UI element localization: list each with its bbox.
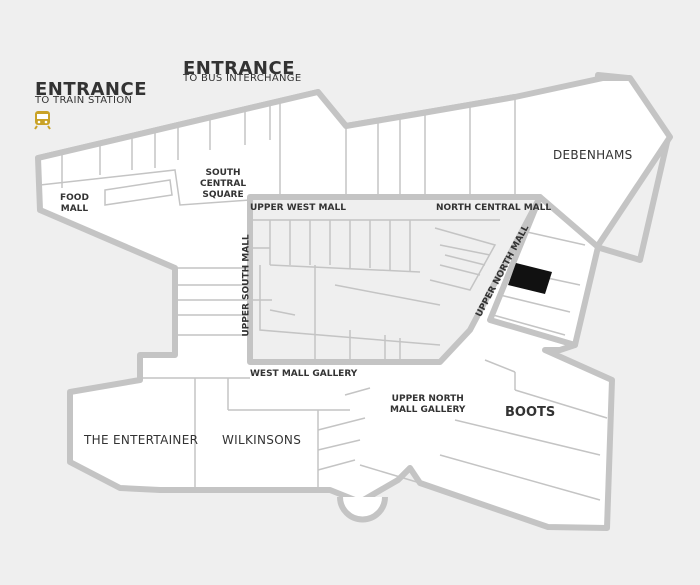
train-icon[interactable] <box>34 110 51 130</box>
store-wilkinsons[interactable]: WILKINSONS <box>222 433 302 447</box>
area-food-mall: FOOD MALL <box>60 193 89 214</box>
area-upper-west-mall: UPPER WEST MALL <box>250 203 346 213</box>
train-entrance-title: ENTRANCE <box>35 79 147 100</box>
area-west-mall-gallery: WEST MALL GALLERY <box>250 369 358 379</box>
area-upper-north-mall-gallery: UPPER NORTH MALL GALLERY <box>390 394 466 415</box>
bus-entrance-subtitle: TO BUS INTERCHANGE <box>183 73 302 84</box>
shop-partitions <box>39 97 608 501</box>
bus-entrance-title: ENTRANCE <box>183 58 295 79</box>
highlighted-unit[interactable] <box>508 263 552 294</box>
store-debenhams[interactable]: DEBENHAMS <box>553 148 633 162</box>
south-rotunda <box>337 496 388 523</box>
area-upper-south-mall: UPPER SOUTH MALL <box>241 234 252 337</box>
train-entrance-subtitle: TO TRAIN STATION <box>35 95 133 106</box>
store-the-entertainer[interactable]: THE ENTERTAINER <box>84 433 199 447</box>
area-north-central-mall: NORTH CENTRAL MALL <box>436 203 552 213</box>
area-south-central-square: SOUTH CENTRAL SQUARE <box>200 168 247 200</box>
store-boots[interactable]: BOOTS <box>505 405 556 420</box>
